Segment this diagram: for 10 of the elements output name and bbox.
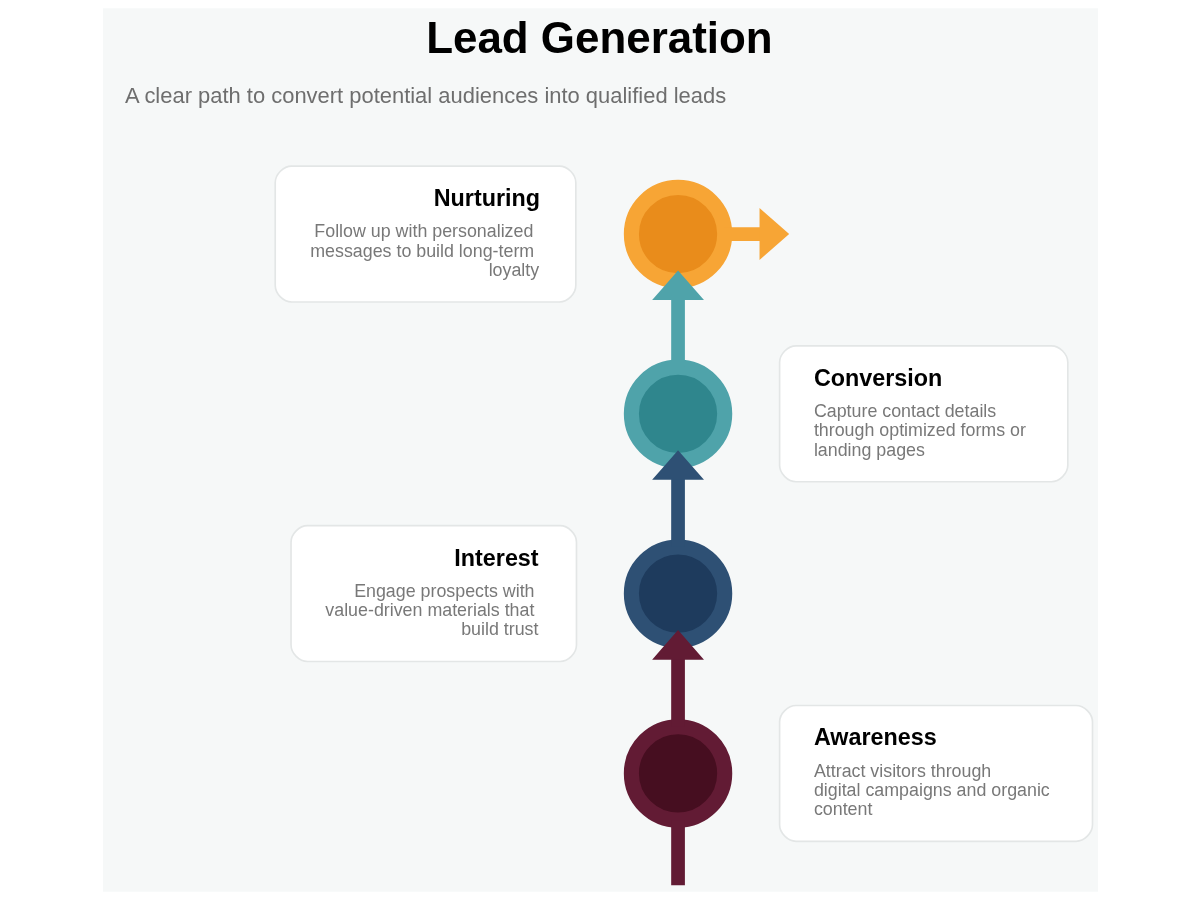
node-box: Nurturing Follow up with personalized messages to build long-term loyalty: [273, 165, 577, 303]
label: A clear path to convert potential audiences into qualified leads: [124, 82, 726, 108]
node-circle: [623, 179, 732, 289]
node-circle: [623, 539, 732, 648]
node-box: Conversion Capture contact details through optimized forms or landing pages: [778, 345, 1069, 483]
diagram-title: Lead Generation: [425, 13, 773, 63]
node-box: Interest Engage prospects with value-driven materials that build trust: [289, 524, 577, 663]
node-circle: [623, 359, 732, 469]
node-circle: [623, 719, 732, 828]
node-box: Awareness Attract visitors through digital campaigns and organic content: [778, 704, 1093, 843]
